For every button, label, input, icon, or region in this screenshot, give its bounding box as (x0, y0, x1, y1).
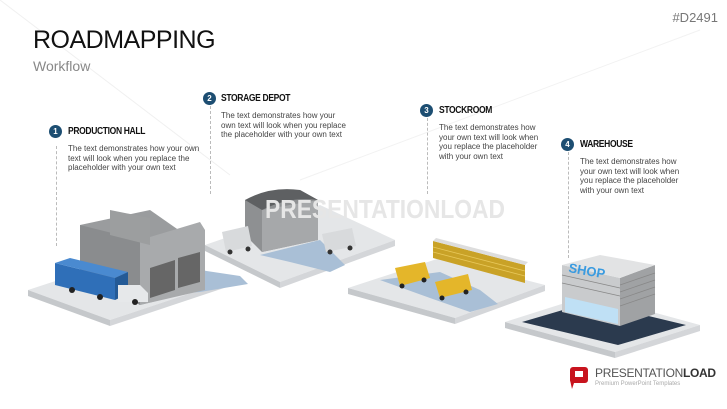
page-title: ROADMAPPING (33, 26, 216, 54)
step-3-title: STOCKROOM (439, 105, 492, 116)
logo-wordmark: PRESENTATIONLOAD (595, 366, 716, 380)
step-1-text: The text demonstrates how your own text … (68, 144, 200, 172)
shop-sign: SHOP (567, 260, 606, 281)
presentationload-logo-icon (570, 367, 588, 389)
step-2-connector (210, 106, 211, 194)
logo-tagline: Premium PowerPoint Templates (595, 381, 681, 387)
step-3-text: The text demonstrates how your own text … (439, 123, 539, 161)
production-hall-illustration (28, 210, 248, 326)
step-4-connector (568, 152, 569, 258)
step-4-title: WAREHOUSE (580, 139, 633, 150)
step-3-connector (427, 118, 428, 194)
step-2-badge: 2 (203, 92, 216, 105)
logo-brand-bold: LOAD (682, 366, 716, 380)
logo-brand-light: PRESENTATION (595, 366, 683, 380)
step-2-title: STORAGE DEPOT (221, 93, 291, 104)
step-3-badge: 3 (420, 104, 433, 117)
step-4-badge: 4 (561, 138, 574, 151)
warehouse-illustration: SHOP (505, 255, 700, 358)
step-1-badge: 1 (49, 125, 62, 138)
watermark: PRESENTATIONLOAD (265, 194, 505, 224)
slide-code: #D2491 (672, 10, 718, 25)
storage-depot-illustration (205, 189, 395, 288)
step-4-text: The text demonstrates how your own text … (580, 157, 680, 195)
step-1-connector (56, 146, 57, 246)
step-2-text: The text demonstrates how your own text … (221, 111, 346, 139)
stockroom-illustration (348, 238, 545, 324)
page-subtitle: Workflow (33, 58, 91, 74)
step-1-title: PRODUCTION HALL (68, 126, 146, 137)
